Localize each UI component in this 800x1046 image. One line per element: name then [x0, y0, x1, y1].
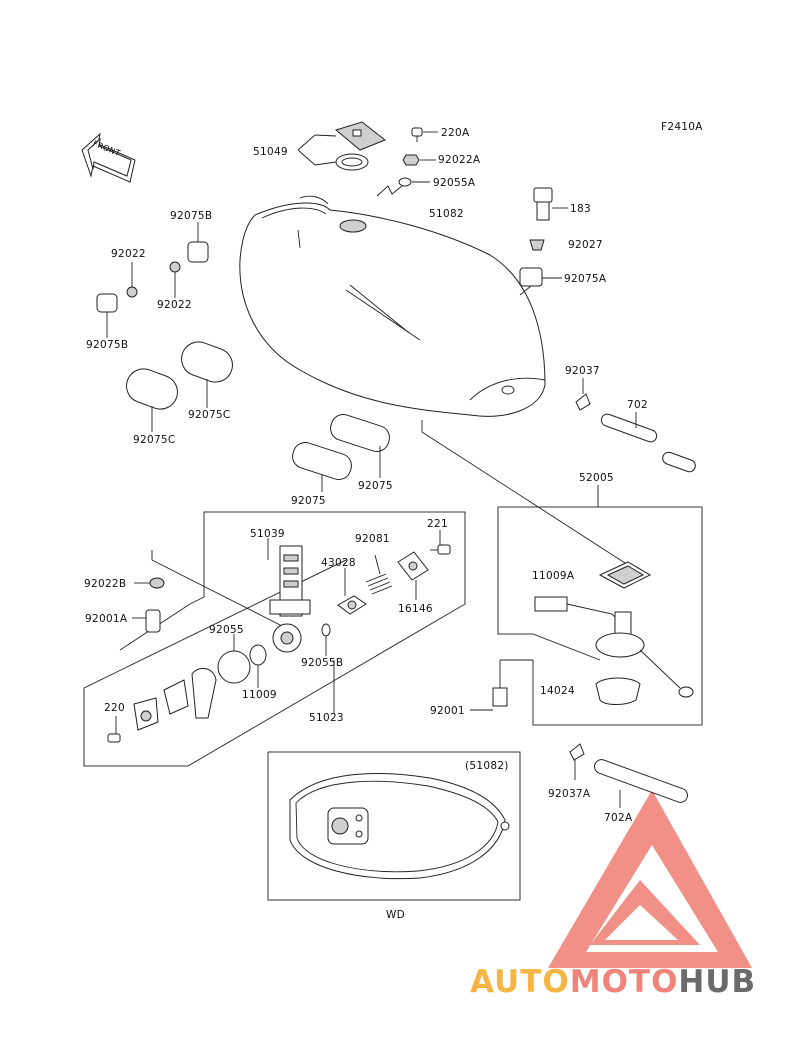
label-92055: 92055	[209, 624, 244, 636]
label-92075B-top: 92075B	[170, 210, 213, 222]
label-92055B: 92055B	[301, 657, 344, 669]
label-92075C-right: 92075C	[188, 409, 231, 421]
label-51049: 51049	[253, 146, 288, 158]
label-92081: 92081	[355, 533, 390, 545]
label-WD: WD	[386, 909, 406, 921]
mount-bolt-drawing	[519, 187, 568, 296]
ribbed-rubbers-drawing	[292, 413, 390, 492]
watermark-part-2: MOTO	[569, 964, 679, 1000]
figure-code: F2410A	[661, 121, 703, 133]
hose-drawing	[575, 378, 696, 473]
label-702A: 702A	[604, 812, 633, 824]
label-220: 220	[104, 702, 125, 714]
hose-a-drawing	[569, 743, 688, 808]
label-51039: 51039	[250, 528, 285, 540]
label-221: 221	[427, 518, 448, 530]
watermark-part-3: HUB	[678, 964, 757, 1000]
label-92022B: 92022B	[84, 578, 127, 590]
label-92037A: 92037A	[548, 788, 591, 800]
label-43028: 43028	[321, 557, 356, 569]
label-92022A: 92022A	[438, 154, 481, 166]
front-arrow-icon	[81, 132, 136, 183]
watermark-part-1: AUTO	[470, 964, 570, 1000]
label-92075-b: 92075	[291, 495, 326, 507]
label-16146: 16146	[398, 603, 433, 615]
label-51082: 51082	[429, 208, 464, 220]
label-14024: 14024	[540, 685, 575, 697]
filler-cap-parts-drawing	[297, 121, 438, 197]
label-92075B-left: 92075B	[86, 339, 129, 351]
label-220A: 220A	[441, 127, 470, 139]
label-92027: 92027	[568, 239, 603, 251]
label-92037: 92037	[565, 365, 600, 377]
label-92001A: 92001A	[85, 613, 128, 625]
label-702: 702	[627, 399, 648, 411]
fuel-tank-drawing	[239, 195, 546, 417]
label-52005: 52005	[579, 472, 614, 484]
label-92075C-left: 92075C	[133, 434, 176, 446]
wd-inset	[267, 751, 521, 901]
label-11009A: 11009A	[532, 570, 575, 582]
label-92001: 92001	[430, 705, 465, 717]
fuel-valve-group	[83, 511, 466, 767]
label-92022-top: 92022	[111, 248, 146, 260]
label-51023: 51023	[309, 712, 344, 724]
label-92055A: 92055A	[433, 177, 476, 189]
label-11009: 11009	[242, 689, 277, 701]
watermark-triangle-icon	[548, 790, 752, 968]
rubber-dampers-drawing	[96, 222, 233, 432]
label-92022-mid: 92022	[157, 299, 192, 311]
watermark-logo: AUTOMOTOHUB	[470, 964, 756, 1000]
label-92075-a: 92075	[358, 480, 393, 492]
label-92075A: 92075A	[564, 273, 607, 285]
label-51082-paren: (51082)	[465, 760, 509, 772]
fuel-pump-box	[470, 485, 703, 726]
label-183: 183	[570, 203, 591, 215]
